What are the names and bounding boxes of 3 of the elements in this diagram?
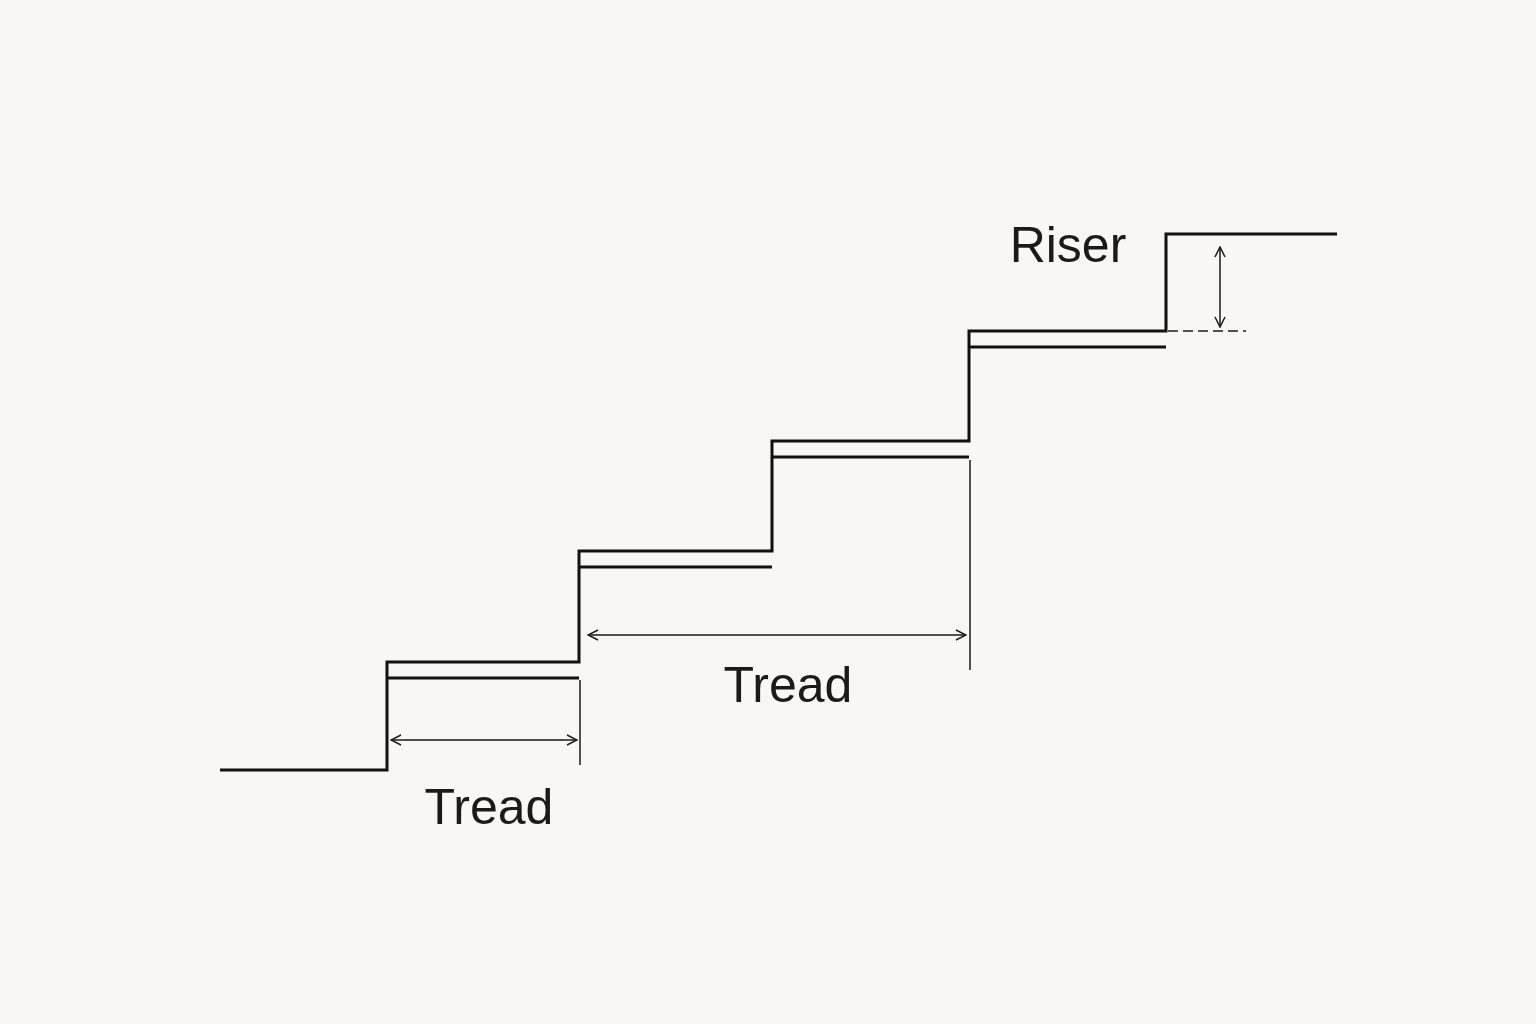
dimension-label: Tread [723, 660, 853, 710]
dimension-label: Riser [1009, 220, 1127, 270]
dimension-label: Tread [424, 782, 554, 832]
